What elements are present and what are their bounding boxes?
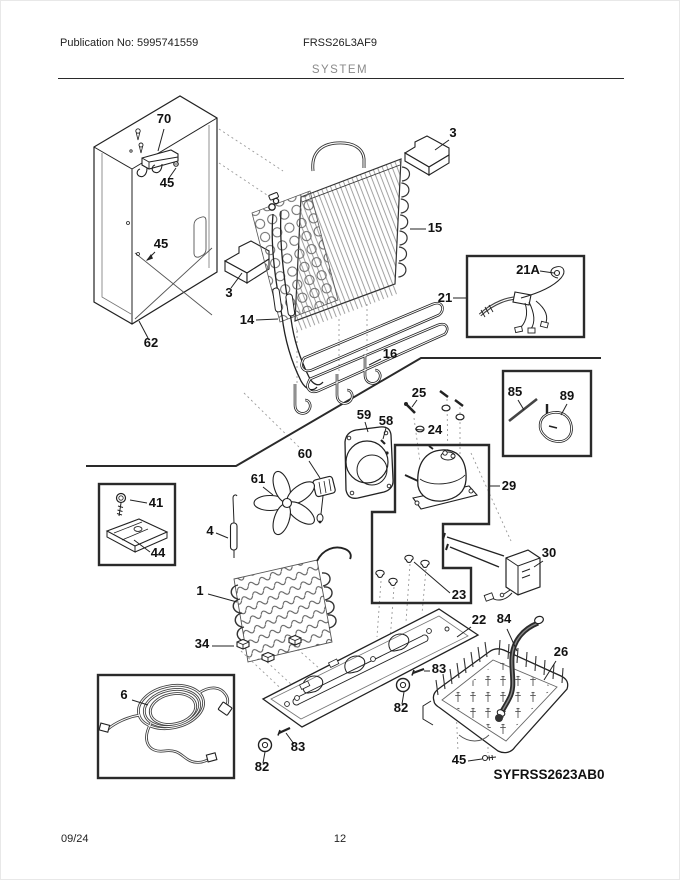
mounting-bracket-70 [136,149,179,178]
fan-blade [253,470,315,536]
callout-15: 15 [428,220,442,235]
tube-kit-box [501,369,593,458]
foam-block-left [223,240,270,285]
callout-34: 34 [195,636,210,651]
publication-number: Publication No: 5995741559 [60,37,199,49]
callout-14: 14 [240,312,255,327]
foam-block-top [403,135,450,176]
defrost-heater [293,301,449,415]
bracket-kit-box [97,482,177,567]
footer-date: 09/24 [61,833,89,845]
section-title: SYSTEM [311,64,369,76]
callout-70: 70 [157,111,171,126]
callout-3-top: 3 [449,125,456,140]
callout-23: 23 [452,587,466,602]
section-divider [86,357,601,467]
callout-16: 16 [383,346,397,361]
condenser-coil [230,546,352,663]
evaporator-cover-panel [93,95,218,325]
callout-22: 22 [472,612,486,627]
callout-26: 26 [554,644,568,659]
callout-44: 44 [151,545,166,560]
fan-motor [312,475,336,524]
callout-25: 25 [412,385,426,400]
callout-29: 29 [502,478,516,493]
callout-21A: 21A [516,262,540,277]
callout-58: 58 [379,413,393,428]
footer-page-number: 12 [333,833,347,845]
power-cord-box [96,673,236,780]
callout-4: 4 [206,523,214,538]
rollers-and-screws [257,667,425,753]
callout-62: 62 [144,335,158,350]
compressor-kit-box [370,443,491,605]
callout-83-right: 83 [432,661,446,676]
callout-59: 59 [357,407,371,422]
suction-tubes [268,192,324,391]
callout-45-bracket: 45 [160,175,174,190]
callout-24: 24 [428,422,443,437]
header-divider [58,78,624,79]
callout-61: 61 [251,471,265,486]
fasteners-25-24-58 [380,390,465,457]
callout-45-panel: 45 [154,236,168,251]
callout-82-left: 82 [255,759,269,774]
arrowhead-45 [146,254,153,261]
callout-6: 6 [120,687,127,702]
drain-hose [495,615,544,722]
base-plate [261,608,480,728]
callout-83-left: 83 [291,739,305,754]
leader-lines [129,128,568,764]
drier-tube [229,494,238,558]
evaporator-coil [251,141,411,332]
callout-1: 1 [196,583,203,598]
start-relay [442,532,541,602]
fan-shroud [344,426,394,499]
callout-82-right: 82 [394,700,408,715]
callout-3-left: 3 [225,285,232,300]
callout-30: 30 [542,545,556,560]
callout-21: 21 [438,290,452,305]
model-number: FRSS26L3AF9 [303,37,377,49]
drain-pan [422,639,569,762]
callout-84: 84 [497,611,512,626]
callout-41: 41 [149,495,163,510]
assembly-code: SYFRSS2623AB0 [493,767,604,782]
callout-85: 85 [508,384,522,399]
callout-60: 60 [298,446,312,461]
callout-45-pan: 45 [452,752,466,767]
callout-89: 89 [560,388,574,403]
thermostat-kit-box [465,254,586,339]
